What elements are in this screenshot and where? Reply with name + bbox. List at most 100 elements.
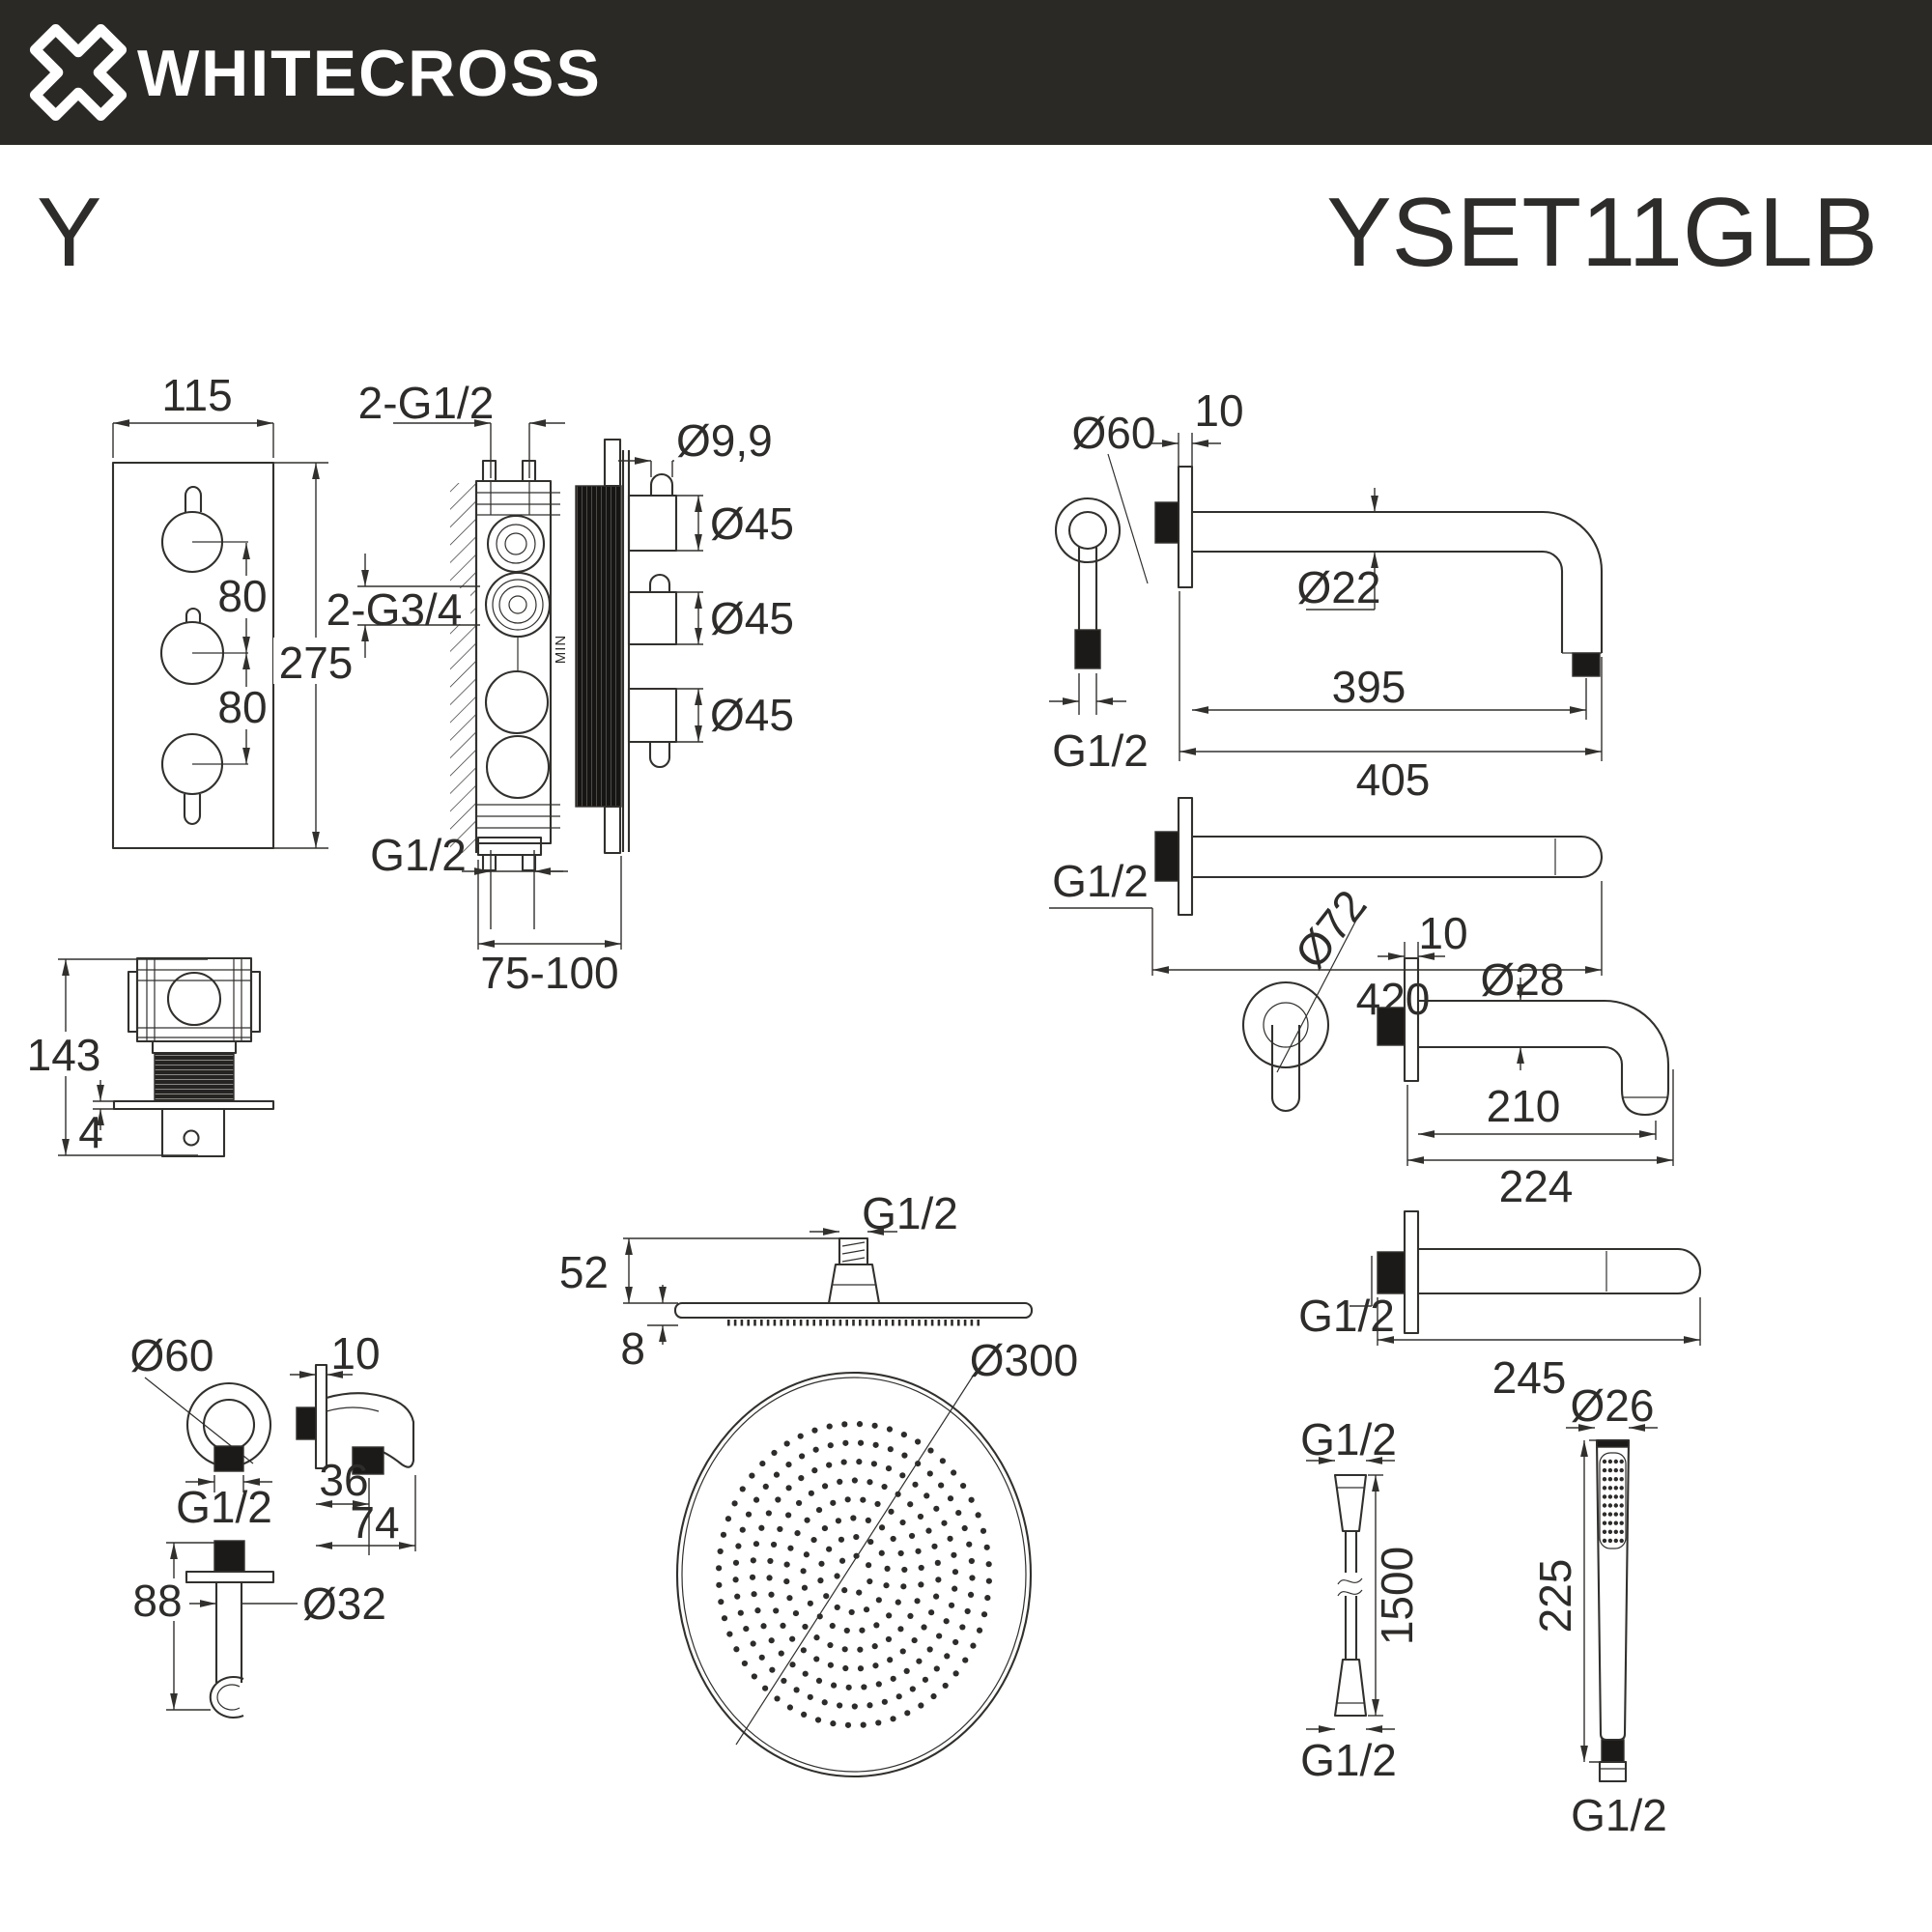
nozzle-dot bbox=[749, 1472, 755, 1479]
nozzle-dot bbox=[908, 1532, 916, 1540]
nozzle-dot bbox=[769, 1666, 776, 1673]
dim-spout-len-inner: 210 bbox=[1487, 1081, 1561, 1131]
nozzle-dot bbox=[895, 1693, 902, 1700]
nozzle-dot bbox=[848, 1608, 855, 1616]
nozzle-dot bbox=[907, 1501, 914, 1508]
nozzle-dot bbox=[961, 1524, 968, 1532]
nozzle-dot bbox=[821, 1699, 828, 1706]
nozzle-dot bbox=[851, 1703, 858, 1710]
dim-spout2-length: 245 bbox=[1492, 1352, 1567, 1403]
nozzle-dot bbox=[934, 1559, 941, 1566]
nozzle-dot bbox=[749, 1574, 756, 1580]
min-marking: MIN bbox=[553, 635, 569, 665]
dim-hose-bottom: G1/2 bbox=[1300, 1735, 1397, 1785]
nozzle-dot bbox=[923, 1492, 930, 1499]
header-bar: WHITECROSS bbox=[0, 0, 1932, 145]
nozzle-dot bbox=[827, 1442, 834, 1449]
nozzle-dot bbox=[884, 1565, 891, 1572]
nozzle-dot bbox=[983, 1544, 990, 1550]
nozzle-dot bbox=[914, 1438, 922, 1445]
nozzle-dot bbox=[783, 1561, 790, 1568]
nozzle-dash bbox=[766, 1320, 770, 1326]
nozzle-dot bbox=[952, 1638, 959, 1646]
nozzle-dot bbox=[1613, 1494, 1619, 1499]
nozzle-dot bbox=[801, 1584, 809, 1591]
nozzle-dot bbox=[1602, 1459, 1607, 1464]
nozzle-dot bbox=[871, 1643, 878, 1650]
nozzle-dot bbox=[933, 1665, 940, 1672]
nozzle-dot bbox=[985, 1561, 992, 1568]
nozzle-dash bbox=[871, 1320, 875, 1326]
dim-knob-gap-1: 80 bbox=[217, 571, 267, 621]
nozzle-dot bbox=[921, 1624, 927, 1631]
nozzle-dot bbox=[904, 1710, 911, 1717]
dim-knob3: Ø45 bbox=[710, 690, 794, 740]
nozzle-dot bbox=[1607, 1529, 1613, 1535]
nozzle-dot bbox=[793, 1687, 800, 1693]
nozzle-dot bbox=[792, 1609, 800, 1617]
nozzle-dot bbox=[907, 1612, 914, 1620]
nozzle-dot bbox=[860, 1496, 867, 1503]
nozzle-dot bbox=[881, 1698, 888, 1705]
nozzle-dot bbox=[721, 1615, 728, 1622]
nozzle-dash bbox=[806, 1320, 810, 1326]
nozzle-dot bbox=[970, 1642, 977, 1649]
nozzle-dot bbox=[830, 1720, 837, 1727]
nozzle-dot bbox=[1607, 1467, 1613, 1473]
dim-spout-plate: 10 bbox=[1418, 908, 1467, 958]
rough-in-side-view: 143 4 bbox=[27, 956, 275, 1158]
nozzle-dot bbox=[1602, 1486, 1607, 1491]
nozzle-dot bbox=[1607, 1503, 1613, 1508]
nozzle-dash bbox=[957, 1320, 960, 1326]
nozzle-dot bbox=[780, 1622, 786, 1630]
nozzle-dot bbox=[959, 1624, 966, 1631]
nozzle-dot bbox=[856, 1459, 863, 1465]
nozzle-dot bbox=[830, 1682, 838, 1689]
nozzle-dot bbox=[786, 1595, 793, 1602]
nozzle-dot bbox=[872, 1441, 879, 1448]
dim-hand-thread: G1/2 bbox=[1571, 1790, 1667, 1840]
header-background bbox=[0, 0, 1932, 145]
nozzle-dash bbox=[878, 1320, 881, 1326]
nozzle-dot bbox=[914, 1598, 921, 1605]
nozzle-dot bbox=[799, 1453, 806, 1460]
nozzle-dot bbox=[785, 1461, 792, 1468]
nozzle-dot bbox=[773, 1607, 780, 1614]
nozzle-dot bbox=[886, 1612, 893, 1619]
nozzle-dot bbox=[928, 1609, 935, 1616]
nozzle-dot bbox=[783, 1440, 790, 1447]
nozzle-dot bbox=[716, 1581, 723, 1588]
nozzle-dot bbox=[935, 1577, 942, 1583]
nozzle-dot bbox=[897, 1549, 904, 1557]
nozzle-dot bbox=[851, 1477, 858, 1484]
dim-hose-length: 1500 bbox=[1372, 1547, 1422, 1645]
nozzle-dot bbox=[850, 1515, 857, 1521]
nozzle-dot bbox=[739, 1486, 746, 1492]
nozzle-dot bbox=[817, 1577, 824, 1584]
shower-head-top-view: Ø300 bbox=[675, 1335, 1078, 1778]
nozzle-dot bbox=[734, 1593, 741, 1600]
dim-head-edge: 8 bbox=[620, 1323, 645, 1374]
nozzle-dash bbox=[951, 1320, 953, 1326]
nozzle-dot bbox=[777, 1525, 783, 1533]
nozzle-dot bbox=[759, 1460, 766, 1467]
nozzle-dot bbox=[1613, 1529, 1619, 1535]
nozzle-dot bbox=[794, 1529, 801, 1537]
nozzle-dot bbox=[901, 1566, 908, 1574]
nozzle-dot bbox=[975, 1512, 981, 1519]
nozzle-dot bbox=[1613, 1538, 1619, 1544]
nozzle-dot bbox=[948, 1602, 955, 1608]
nozzle-dot bbox=[807, 1693, 813, 1700]
nozzle-dot bbox=[843, 1627, 850, 1634]
nozzle-dot bbox=[841, 1421, 848, 1428]
nozzle-dot bbox=[732, 1559, 740, 1566]
nozzle-dot bbox=[751, 1673, 757, 1680]
nozzle-dot bbox=[829, 1622, 836, 1630]
nozzle-dot bbox=[885, 1635, 893, 1643]
nozzle-dot bbox=[865, 1517, 871, 1523]
nozzle-dot bbox=[810, 1536, 817, 1544]
nozzle-dot bbox=[903, 1667, 910, 1674]
nozzle-dot bbox=[844, 1496, 851, 1503]
nozzle-dot bbox=[735, 1543, 742, 1549]
nozzle-dash bbox=[904, 1320, 908, 1326]
